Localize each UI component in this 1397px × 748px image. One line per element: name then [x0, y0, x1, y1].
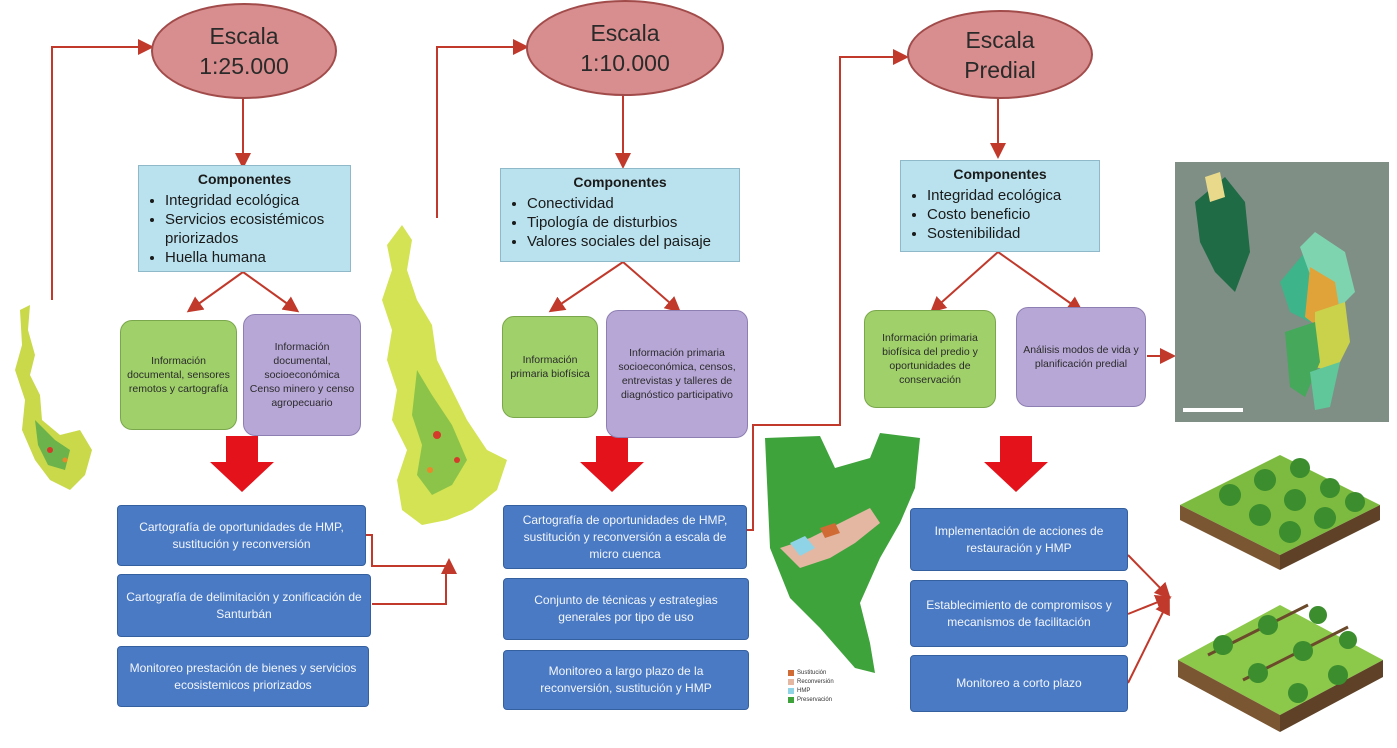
scale-title-line2: Predial: [964, 56, 1036, 83]
output-box: Cartografía de oportunidades de HMP, sus…: [503, 505, 747, 569]
component-item: Conectividad: [527, 194, 731, 213]
legend-item: HMP: [788, 686, 834, 695]
map-legend: Sustitución Reconversión HMP Preservació…: [788, 668, 834, 704]
components-box-2: Componentes Conectividad Tipología de di…: [500, 168, 740, 262]
component-item: Integridad ecológica: [927, 186, 1091, 205]
region-map-small: [15, 305, 92, 490]
components-box-1: Componentes Integridad ecológica Servici…: [138, 165, 351, 272]
output-box: Cartografía de delimitación y zonificaci…: [117, 574, 371, 637]
scale-title-line2: 1:10.000: [580, 50, 670, 76]
scale-ellipse-1: Escala 1:25.000: [151, 3, 337, 99]
down-arrow: [580, 436, 644, 492]
scale-title-line2: 1:25.000: [199, 53, 289, 79]
info-box-green-1: Información documental, sensores remotos…: [120, 320, 237, 430]
farm-illustration-top: [1180, 455, 1380, 570]
satellite-image: [1175, 162, 1389, 422]
components-title: Componentes: [573, 174, 667, 190]
legend-item: Reconversión: [788, 677, 834, 686]
output-box: Cartografía de oportunidades de HMP, sus…: [117, 505, 366, 566]
info-box-purple-2: Información primaria socioeconómica, cen…: [606, 310, 748, 438]
region-map-medium: [382, 225, 507, 525]
info-box-green-2: Información primaria biofísica: [502, 316, 598, 418]
output-box: Implementación de acciones de restauraci…: [910, 508, 1128, 571]
scale-ellipse-2: Escala 1:10.000: [526, 0, 724, 96]
component-item: Tipología de disturbios: [527, 213, 731, 232]
component-item: Huella humana: [165, 248, 342, 267]
components-title: Componentes: [197, 171, 292, 187]
legend-item: Preservación: [788, 695, 834, 704]
down-arrow: [210, 436, 274, 492]
scale-title-line1: Escala: [209, 23, 279, 49]
components-list: Integridad ecológica Costo beneficio Sos…: [909, 186, 1091, 243]
components-box-3: Componentes Integridad ecológica Costo b…: [900, 160, 1100, 252]
component-item: Integridad ecológica: [165, 191, 342, 210]
component-item: Costo beneficio: [927, 205, 1091, 224]
components-list: Integridad ecológica Servicios ecosistém…: [147, 191, 342, 267]
scale-ellipse-3: Escala Predial: [907, 10, 1093, 99]
output-box: Conjunto de técnicas y estrategias gener…: [503, 578, 749, 640]
info-box-purple-1: Información documental, socioeconómica C…: [243, 314, 361, 436]
info-box-purple-3: Análisis modos de vida y planificación p…: [1016, 307, 1146, 407]
component-item: Servicios ecosistémicos priorizados: [165, 210, 342, 248]
scale-title-line1: Escala: [590, 20, 660, 46]
components-list: Conectividad Tipología de disturbios Val…: [509, 194, 731, 251]
farm-illustration-bottom: [1178, 603, 1383, 732]
microbasin-map: [760, 428, 925, 713]
info-box-green-3: Información primaria biofísica del predi…: [864, 310, 996, 408]
output-box: Monitoreo a corto plazo: [910, 655, 1128, 712]
components-title: Componentes: [953, 166, 1047, 182]
component-item: Sostenibilidad: [927, 224, 1091, 243]
scale-title-line1: Escala: [965, 26, 1035, 53]
down-arrow: [984, 436, 1048, 492]
output-box: Monitoreo prestación de bienes y servici…: [117, 646, 369, 707]
legend-item: Sustitución: [788, 668, 834, 677]
output-box: Establecimiento de compromisos y mecanis…: [910, 580, 1128, 647]
component-item: Valores sociales del paisaje: [527, 232, 731, 251]
output-box: Monitoreo a largo plazo de la reconversi…: [503, 650, 749, 710]
